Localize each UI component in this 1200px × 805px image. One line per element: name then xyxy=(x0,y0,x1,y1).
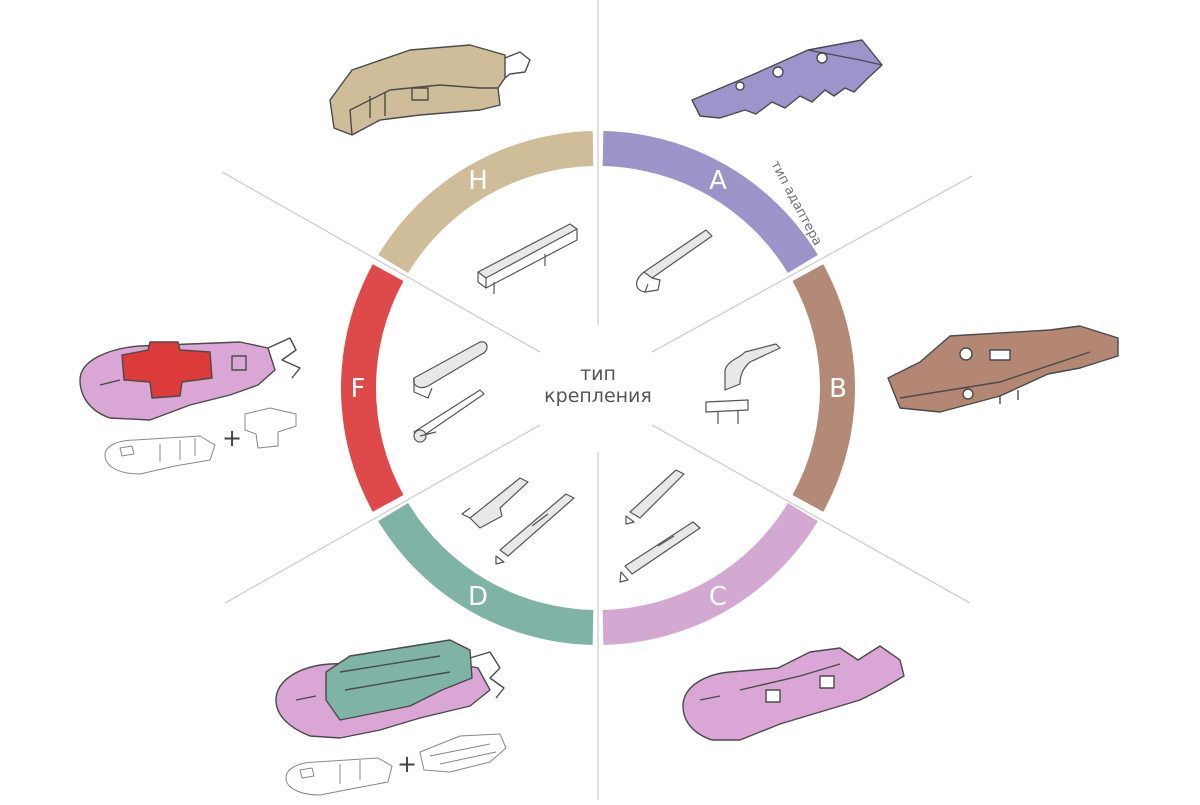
ring-segment-b xyxy=(792,264,855,512)
ring-segment-c xyxy=(602,503,818,645)
ring-segment-d xyxy=(378,503,594,645)
divider-upper-left xyxy=(221,171,541,353)
ring-segment-a xyxy=(602,131,818,273)
mount-type-ring: A B C D F H xyxy=(341,131,855,645)
ring-letter-d: D xyxy=(468,582,488,612)
divider-lower-left xyxy=(224,424,541,604)
clip-icon-f xyxy=(413,341,488,443)
adapter-h xyxy=(329,44,531,136)
adapter-f-parts xyxy=(104,407,297,475)
divider-upper-right xyxy=(651,175,973,353)
adapter-d xyxy=(275,639,505,739)
center-label-line2: крепления xyxy=(544,385,652,407)
ring-letter-c: C xyxy=(709,582,727,612)
plus-sign-d: + xyxy=(397,750,417,778)
clip-icon-a xyxy=(636,229,713,293)
clip-icon-d xyxy=(461,477,575,565)
inner-clip-drawings xyxy=(413,223,781,583)
adapter-a xyxy=(691,39,883,119)
adapter-d-parts xyxy=(285,733,507,796)
adapter-f xyxy=(79,337,301,421)
ring-letter-h: H xyxy=(468,166,488,196)
ring-segment-f xyxy=(341,264,404,512)
ring-letter-f: F xyxy=(351,374,366,404)
ring-letter-b: B xyxy=(829,374,847,404)
divider-lower-right xyxy=(651,424,971,604)
plus-sign-f: + xyxy=(222,424,242,452)
ring-letter-a: A xyxy=(709,166,727,196)
clip-icon-c xyxy=(619,469,701,583)
ring-segment-h xyxy=(378,131,594,273)
center-label-line1: тип xyxy=(580,363,616,385)
adapter-c xyxy=(682,645,905,741)
clip-icon-h xyxy=(477,223,578,294)
divider-lines xyxy=(221,0,973,800)
adapter-drawings: + + xyxy=(79,39,1119,796)
adapter-b xyxy=(887,325,1119,413)
clip-icon-b xyxy=(705,343,781,424)
